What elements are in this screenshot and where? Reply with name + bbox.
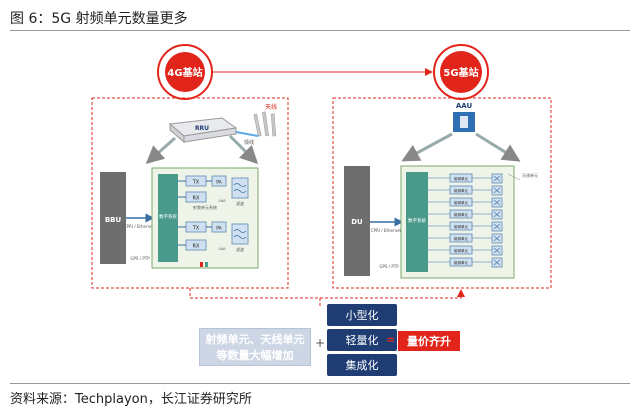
rf-units-5g: 射频单元 射频单元 射频单元 射频单元 [428, 173, 503, 268]
rf-chain-4g-2: TX RX PA LNA 滤波 [178, 221, 249, 252]
digital-4g-block [158, 174, 178, 262]
svg-text:TX: TX [192, 180, 200, 186]
feeder-line [235, 131, 259, 137]
svg-text:PA: PA [216, 226, 222, 232]
digital-5g-label: 数字系统 [408, 217, 426, 224]
digital-5g-block [406, 172, 428, 272]
station-5g-label: 5G基站 [443, 66, 478, 79]
increase-box: 射频单元、天线单元 等数量大幅增加 [199, 328, 311, 366]
result-badge: 量价齐升 [398, 331, 460, 351]
rf-chain-4g-1: TX RX PA LNA 滤波 [178, 175, 249, 206]
equals-sign: = [386, 333, 396, 346]
bbu-box [100, 172, 126, 264]
du-box [344, 166, 370, 276]
comparison-diagram: 4G基站 5G基站 RRU 天线 馈线 BBU CPRI / Ethernet … [91, 44, 552, 308]
du-label: DU [351, 218, 363, 226]
gps-5g-label: GPS / PTP [379, 264, 399, 269]
svg-text:射频单元: 射频单元 [454, 212, 468, 217]
antenna-4g-label: 天线 [265, 103, 277, 111]
svg-text:射频单元: 射频单元 [454, 224, 468, 229]
svg-text:射频单元: 射频单元 [454, 176, 468, 181]
feature-integrated: 集成化 [327, 354, 397, 376]
station-4g-node: 4G基站 [157, 44, 213, 100]
aau-label: AAU [456, 102, 473, 110]
svg-text:射频单元: 射频单元 [454, 200, 468, 205]
features-stack: 小型化 轻量化 集成化 [327, 304, 397, 376]
svg-text:滤波: 滤波 [236, 200, 244, 206]
rf-4g-label: 射频单元系统 [193, 204, 217, 210]
increase-line-2: 等数量大幅增加 [216, 349, 294, 362]
panel-5g [332, 97, 552, 289]
svg-text:LNA: LNA [219, 199, 227, 203]
antenna-4g-icon [253, 111, 277, 137]
bbu-label: BBU [105, 216, 122, 224]
svg-text:LNA: LNA [219, 247, 227, 251]
svg-text:射频单元: 射频单元 [454, 188, 468, 193]
aau-icon [460, 116, 468, 128]
source-note: 资料来源：Techplayon，长江证券研究所 [10, 392, 252, 407]
station-5g-node: 5G基站 [433, 44, 489, 100]
figure-title: 图 6：5G 射频单元数量更多 [10, 11, 188, 27]
rru-device: RRU [168, 117, 238, 144]
svg-text:RX: RX [193, 244, 200, 250]
feeder-label: 馈线 [244, 139, 254, 146]
svg-text:PA: PA [216, 180, 222, 186]
cpri-5g-label: CPRI / Ethernet [371, 228, 402, 233]
increase-line-1: 射频单元、天线单元 [205, 333, 305, 346]
svg-text:TX: TX [192, 226, 200, 232]
cpri-4g-label: CPRI / Ethernet [124, 224, 155, 229]
svg-text:射频单元: 射频单元 [454, 248, 468, 253]
digital-4g-label: 数字系统 [159, 213, 177, 220]
panel-4g [91, 97, 289, 289]
svg-text:滤波: 滤波 [236, 246, 244, 252]
gps-4g-label: GPS / PTP [130, 256, 150, 261]
plus-sign: + [315, 336, 326, 350]
panel-connector [189, 288, 465, 299]
footer-rule [10, 383, 630, 384]
svg-text:射频单元: 射频单元 [454, 236, 468, 241]
title-rule [10, 30, 630, 31]
feature-light: 轻量化 [327, 329, 397, 351]
station-4g-label: 4G基站 [167, 66, 202, 79]
rru-label: RRU [195, 125, 209, 132]
svg-text:RX: RX [193, 196, 200, 202]
feature-small: 小型化 [327, 304, 397, 326]
svg-text:射频单元: 射频单元 [454, 260, 468, 265]
antenna-unit-5g-label: 天线单元 [522, 172, 538, 178]
